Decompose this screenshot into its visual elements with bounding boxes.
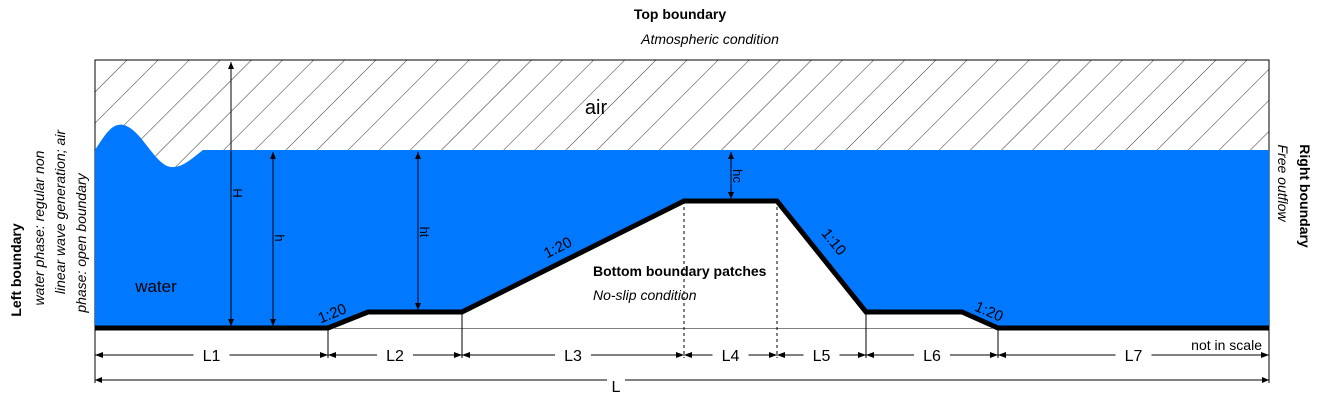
segment-arrowhead <box>769 352 777 358</box>
ht-label: ht <box>417 227 432 238</box>
segment-arrowhead <box>990 352 998 358</box>
bottom-boundary-condition: No-slip condition <box>593 287 697 303</box>
left-boundary-line3: phase: open boundary <box>73 172 89 313</box>
scale-note: not in scale <box>1191 337 1262 353</box>
right-boundary-condition: Free outflow <box>1275 144 1291 222</box>
segment-label-bg <box>377 346 413 364</box>
segment-label-bg <box>712 346 749 364</box>
H-label: H <box>230 188 245 197</box>
segment-arrowhead <box>95 352 103 358</box>
segment-arrowhead <box>777 352 785 358</box>
right-boundary-title: Right boundary <box>1297 144 1313 248</box>
segment-arrowhead <box>328 352 336 358</box>
left-boundary-title: Left boundary <box>8 223 24 317</box>
segment-arrowhead <box>858 352 866 358</box>
total-label-bg <box>607 372 625 390</box>
hc-label: hc <box>730 169 745 183</box>
segment-label-l5: L5 <box>813 348 831 365</box>
segment-label-l4: L4 <box>722 348 740 365</box>
segment-label-l7: L7 <box>1125 348 1143 365</box>
segment-label-bg <box>1115 346 1152 364</box>
segment-arrowhead <box>676 352 684 358</box>
segment-arrowhead <box>998 352 1006 358</box>
segment-label-bg <box>555 346 591 364</box>
total-length-label: L <box>612 379 621 396</box>
segment-arrowhead <box>462 352 470 358</box>
segment-label-bg <box>193 346 230 364</box>
h-label: h <box>272 234 287 241</box>
segment-arrowhead <box>454 352 462 358</box>
segment-label-bg <box>914 346 950 364</box>
top-boundary-title: Top boundary <box>634 6 726 22</box>
bed-line <box>95 198 1269 331</box>
segment-label-l6: L6 <box>923 348 941 365</box>
segment-label-bg <box>803 346 840 364</box>
segment-arrowhead <box>1261 352 1269 358</box>
left-boundary-line2: linear wave generation; air <box>52 129 68 295</box>
bottom-boundary-title: Bottom boundary patches <box>593 263 767 279</box>
water-label: water <box>134 277 177 296</box>
top-boundary-condition: Atmospheric condition <box>640 31 779 47</box>
left-boundary-line1: water phase: regular non <box>31 150 47 305</box>
segment-label-l1: L1 <box>203 348 221 365</box>
segment-label-l2: L2 <box>386 348 404 365</box>
segment-arrowhead <box>320 352 328 358</box>
segment-label-l3: L3 <box>564 348 582 365</box>
segment-arrowhead <box>866 352 874 358</box>
segment-arrowhead <box>684 352 692 358</box>
air-label: air <box>585 97 608 119</box>
